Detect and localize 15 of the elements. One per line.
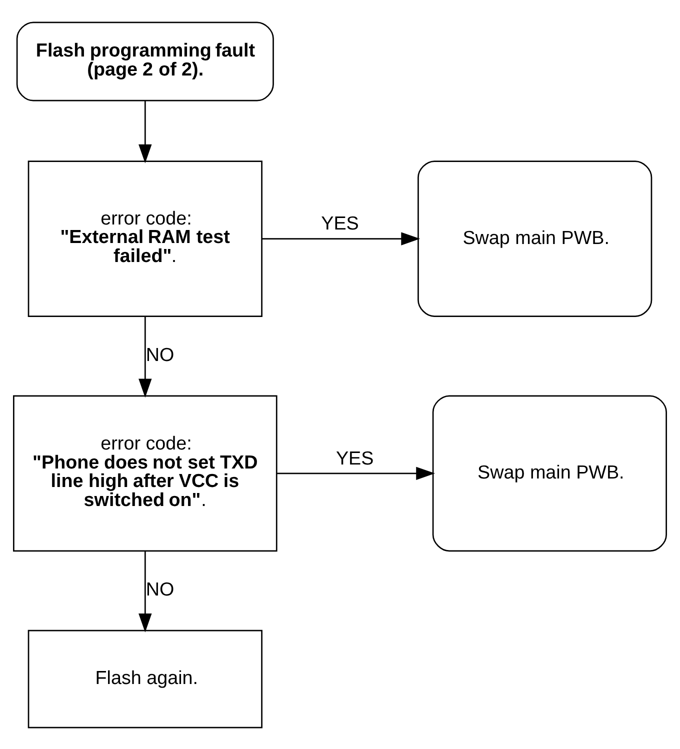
node-box: Swap main PWB. xyxy=(432,394,667,552)
node-box: error code: "External RAM test failed". xyxy=(28,160,262,317)
edge-label: NO xyxy=(146,344,174,365)
node-box: Swap main PWB. xyxy=(418,160,652,317)
edge-label: YES xyxy=(321,212,359,234)
arrow xyxy=(138,100,152,163)
arrow xyxy=(262,232,420,245)
arrow xyxy=(138,551,152,632)
arrow xyxy=(277,466,435,480)
node-box: error code: "Phone does not set TXD line high after VCC is switched on". xyxy=(13,394,278,552)
node-box: Flash again. xyxy=(28,629,262,728)
arrow xyxy=(138,316,152,398)
edge-label: NO xyxy=(146,578,174,600)
node-box: Flash programming fault (page 2 of 2). xyxy=(16,21,274,101)
edge-label: YES xyxy=(336,446,374,468)
